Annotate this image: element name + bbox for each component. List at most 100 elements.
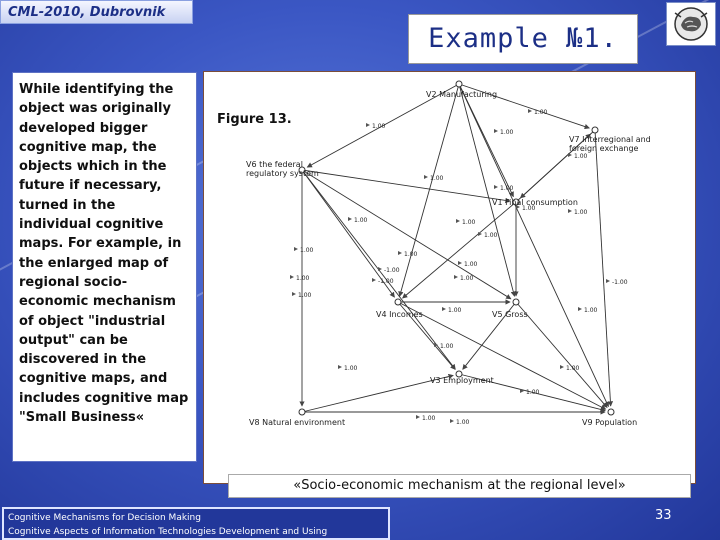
node-label-V2: V2 Manufacturing [426,90,497,99]
weight-arrow-marker [568,209,572,213]
node-V4 [394,298,402,306]
weight-arrow-marker [442,307,446,311]
weight-arrow-marker [378,267,382,271]
edge-weight: 1.00 [500,129,514,136]
edge-V2-V5 [458,83,516,297]
edge-weight: 1.00 [574,153,588,160]
edge-weight: 1.00 [448,307,462,314]
edge-weight: 1.00 [464,261,478,268]
edge-V7-V1 [519,129,596,199]
edge-weight: 1.00 [456,419,470,426]
edge-V5-V3 [462,301,517,370]
weight-arrow-marker [424,175,428,179]
weight-arrow-marker [434,343,438,347]
slide-title: Example №1. [408,14,638,64]
weight-arrow-marker [372,278,376,282]
node-label-V4: V4 Incomes [376,310,423,319]
weight-arrow-marker [294,247,298,251]
edge-weight: 1.00 [500,185,514,192]
weight-arrow-marker [458,261,462,265]
edge-V7-V9 [594,129,614,407]
edge-weight: 1.00 [430,175,444,182]
node-V6 [298,166,306,174]
weight-arrow-marker [568,153,572,157]
edge-V6-V1 [301,169,511,204]
edge-weight: 1.00 [574,209,588,216]
edge-V6-V5 [301,169,512,300]
edge-weight: 1.00 [484,232,498,239]
edge-V3-V9 [458,373,606,413]
weight-arrow-marker [606,279,610,283]
page-number: 33 [655,508,672,523]
weight-arrow-marker [416,415,420,419]
edge-weight: 1.00 [534,109,548,116]
edge-weight: 1.00 [296,275,310,282]
node-V8 [298,408,306,416]
edge-weight: 1.00 [522,205,536,212]
node-label-V5: V5 Gross [492,310,528,319]
edge-V4-V3 [397,301,456,370]
edge-V5-V9 [515,301,608,408]
weight-arrow-marker [338,365,342,369]
node-V7 [591,126,599,134]
edge-weight: 1.00 [372,123,386,130]
edge-weight: -1.00 [384,267,400,274]
edge-weight: 1.00 [422,415,436,422]
edge-V2-V4 [398,83,460,297]
weight-arrow-marker [494,129,498,133]
weight-arrow-marker [348,217,352,221]
weight-arrow-marker [454,275,458,279]
edge-weight: -1.00 [612,279,628,286]
weight-arrow-marker [560,365,564,369]
brain-logo-icon [674,7,708,41]
edge-weight: 1.00 [526,389,540,396]
edge-weight: 1.00 [566,365,580,372]
node-V9 [607,408,615,416]
figure-caption: «Socio-economic mechanism at the regiona… [228,474,691,498]
edge-weight: 1.00 [300,247,314,254]
edge-V2-V6 [306,83,460,168]
conference-label: CML-2010, Dubrovnik [0,0,193,24]
edge-weight: 1.00 [460,275,474,282]
node-V3 [455,370,463,378]
edge-V6-V4 [301,169,395,298]
weight-arrow-marker [478,232,482,236]
node-label-V3: V3 Employment [430,376,494,385]
logo [666,2,716,46]
weight-arrow-marker [494,185,498,189]
weight-arrow-marker [520,389,524,393]
weight-arrow-marker [290,275,294,279]
edge-V1-V4 [402,201,517,299]
node-label-V8: V8 Natural environment [249,418,345,427]
edge-V8-V3 [301,373,454,413]
description-text: While identifying the object was origina… [12,72,197,462]
footer-line-1: Cognitive Mechanisms for Decision Making [8,513,201,523]
weight-arrow-marker [456,219,460,223]
edge-weight: 1.00 [440,343,454,350]
edge-V4-V9 [397,301,607,410]
weight-arrow-marker [516,205,520,209]
weight-arrow-marker [528,109,532,113]
cognitive-map-diagram: 1.00 1.00 1.00 1.00 1.00 1.00 1.00 1.00 1.00 1.00… [246,80,651,427]
edge-weight: 1.00 [404,251,418,258]
weight-arrow-marker [366,123,370,127]
edge-weight: -1.00 [378,278,394,285]
edge-weight: 1.00 [462,219,476,226]
figure-label: Figure 13. [217,112,292,127]
node-V5 [512,298,520,306]
edge-weight: 1.00 [344,365,358,372]
edge-weight: 1.00 [354,217,368,224]
footer-line-2: Cognitive Aspects of Information Technol… [8,527,328,537]
edge-weight: 1.00 [584,307,598,314]
edge-weight: 1.00 [298,292,312,299]
node-V1 [512,198,520,206]
footer-box: Cognitive Mechanisms for Decision Making… [2,507,390,540]
edge-V2-V9 [458,83,609,408]
node-label-V9: V9 Population [582,418,637,427]
edge-V2-V7 [458,83,590,130]
weight-arrow-marker [578,307,582,311]
weight-arrow-marker [450,419,454,423]
